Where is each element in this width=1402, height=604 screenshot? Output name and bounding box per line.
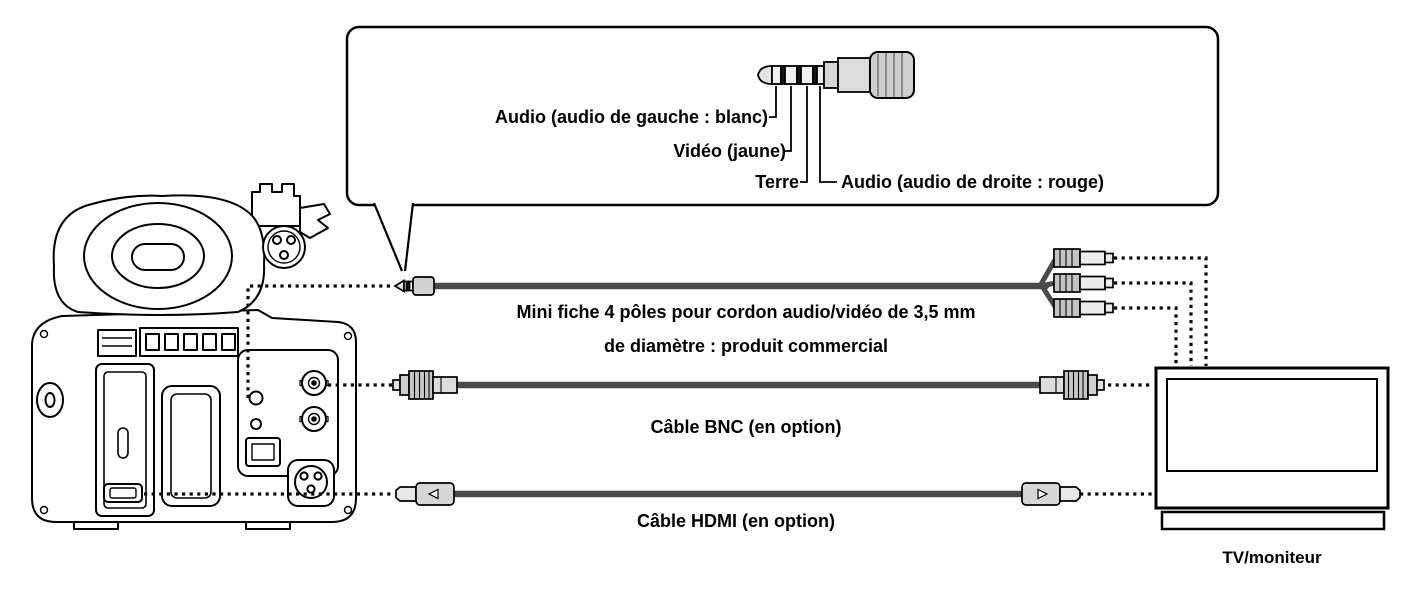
rca-dotted-bottom (1114, 306, 1178, 366)
mini-plug-icon (757, 51, 915, 99)
hdmi-connector-left-icon (395, 482, 455, 506)
rca-plug-yellow (1053, 273, 1114, 293)
pin-leader-lines (769, 86, 837, 183)
pin-label-ground: Terre (755, 172, 799, 192)
cable-lines (430, 255, 1059, 498)
callout-box (345, 25, 1220, 272)
av-cable-label-line2: de diamètre : produit commercial (603, 336, 889, 356)
pin-label-right-audio: Audio (audio de droite : rouge) (841, 172, 1104, 192)
bnc-connector-left-icon (392, 370, 458, 400)
hdmi-connector-right-icon (1021, 482, 1081, 506)
tv-monitor-icon (1154, 366, 1390, 531)
av-mini-plug-icon (393, 276, 435, 296)
dotted-connections (144, 256, 1208, 496)
camera-bnc-jacks (299, 370, 329, 432)
pin-label-left-audio: Audio (audio de gauche : blanc) (494, 107, 768, 127)
rca-plug-red (1053, 298, 1114, 318)
rca-dotted-top (1114, 256, 1208, 366)
tv-monitor-label: TV/moniteur (1222, 548, 1322, 567)
rca-plug-white (1053, 248, 1114, 268)
bnc-cable-label: Câble BNC (en option) (650, 417, 842, 437)
av-cable-label-line1: Mini fiche 4 pôles pour cordon audio/vid… (516, 302, 976, 322)
bnc-connector-right-icon (1039, 370, 1105, 400)
rca-dotted-mid (1114, 281, 1193, 366)
rca-plugs-icon (1053, 248, 1114, 318)
hdmi-cable-label: Câble HDMI (en option) (637, 511, 835, 531)
callout-tail (374, 202, 413, 271)
camcorder-icon (31, 183, 357, 530)
pin-label-video: Vidéo (jaune) (673, 141, 786, 161)
